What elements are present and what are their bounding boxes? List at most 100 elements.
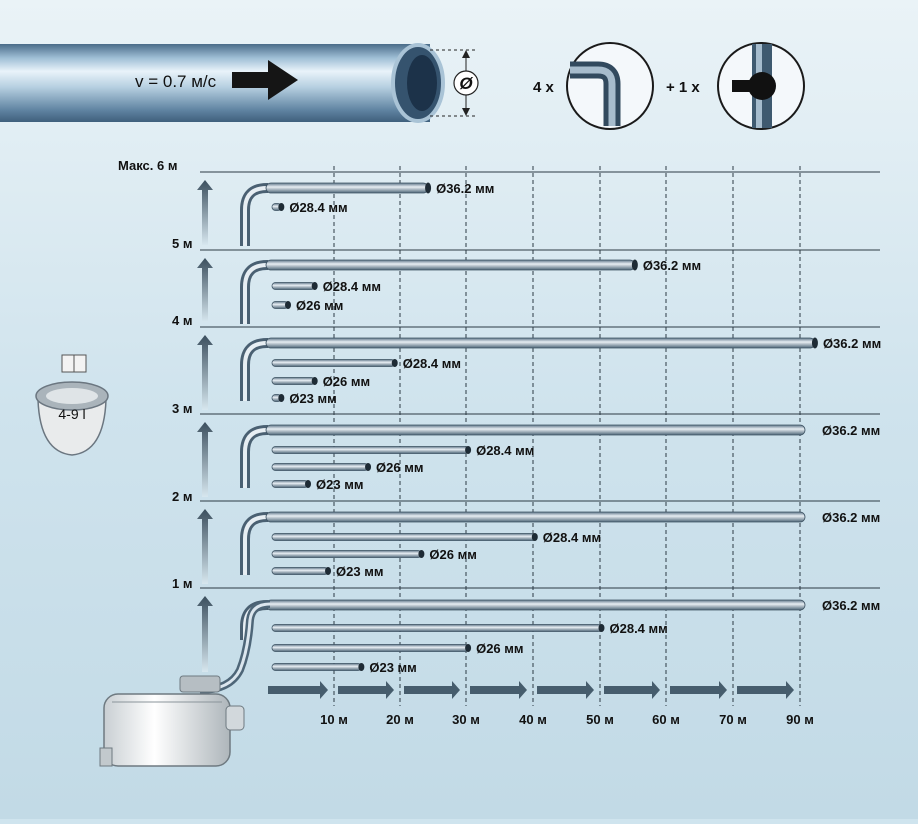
- pipe-end: [465, 446, 472, 454]
- height-label-5: 5 м: [172, 236, 192, 251]
- pipe-group-6m: Ø36.2 мм Ø28.4 мм: [240, 181, 494, 246]
- distance-label-10: 10 м: [320, 712, 348, 727]
- pipe-end: [285, 301, 292, 309]
- flow-arrow-icon: [737, 681, 794, 699]
- distance-label-20: 20 м: [386, 712, 414, 727]
- header-pipe: Ø v = 0.7 м/с: [0, 43, 479, 123]
- pipe-label: Ø36.2 мм: [822, 510, 880, 525]
- pipe-end: [365, 463, 372, 471]
- pipe-bar: [265, 337, 816, 349]
- pipe-bar: [265, 511, 806, 523]
- flow-arrow-icon: [470, 681, 527, 699]
- height-label-2: 2 м: [172, 489, 192, 504]
- pipe-end: [358, 663, 365, 671]
- pipe-label: Ø23 мм: [289, 391, 336, 406]
- pipe-label: Ø26 мм: [376, 460, 423, 475]
- up-arrow-icon: [197, 180, 213, 245]
- pipe-bar: [265, 424, 806, 436]
- pipe-group-2m: Ø36.2 мм Ø28.4 мм Ø26 мм Ø23 мм: [240, 510, 880, 579]
- distance-label-60: 60 м: [652, 712, 680, 727]
- pipe-label: Ø23 мм: [316, 477, 363, 492]
- pipe-label: Ø26 мм: [296, 298, 343, 313]
- up-arrow-icon: [197, 258, 213, 322]
- pipe-end: [311, 377, 318, 385]
- pipe-label: Ø28.4 мм: [289, 200, 347, 215]
- pipe-label: Ø28.4 мм: [403, 356, 461, 371]
- pipe-bar: [271, 446, 469, 454]
- pipe-end: [811, 337, 818, 349]
- pipe-end: [305, 480, 312, 488]
- elbows-group: 4 x: [533, 42, 654, 130]
- flow-arrow-icon: [670, 681, 727, 699]
- tank-volume: 4-9 l: [58, 406, 85, 422]
- flow-arrow-icon: [537, 681, 594, 699]
- pipe-end: [598, 624, 605, 632]
- flow-arrows: [268, 681, 794, 699]
- distance-label-30: 30 м: [452, 712, 480, 727]
- height-label-3: 3 м: [172, 401, 192, 416]
- pipe-label: Ø23 мм: [369, 660, 416, 675]
- up-arrow-icon: [197, 596, 213, 672]
- up-arrow-icon: [197, 335, 213, 410]
- pipe-bar: [271, 550, 422, 558]
- distance-gridlines: [333, 166, 801, 706]
- pipe-label: Ø23 мм: [336, 564, 383, 579]
- pipe-label: Ø28.4 мм: [323, 279, 381, 294]
- pipe-label: Ø28.4 мм: [610, 621, 668, 636]
- pipe-bar: [271, 567, 329, 575]
- pipe-bar: [271, 377, 316, 385]
- pipe-label: Ø26 мм: [429, 547, 476, 562]
- distance-label-70: 70 м: [719, 712, 747, 727]
- height-label-4: 4 м: [172, 313, 192, 328]
- pipe-bar: [271, 624, 602, 632]
- pump-icon: [99, 600, 271, 767]
- valve-group: + 1 x: [666, 42, 805, 130]
- pipe-bar: [265, 259, 636, 271]
- flow-arrow-icon: [232, 60, 298, 100]
- distance-label-90: 90 м: [786, 712, 814, 727]
- pipe-label: Ø36.2 мм: [643, 258, 701, 273]
- flow-arrow-icon: [404, 681, 460, 699]
- pipe-label: Ø36.2 мм: [822, 423, 880, 438]
- pipe-label: Ø26 мм: [476, 641, 523, 656]
- pipe-end: [631, 259, 638, 271]
- distance-label-40: 40 м: [519, 712, 547, 727]
- height-gridlines: [200, 171, 880, 589]
- pipe-end: [278, 203, 285, 211]
- pipe-bar: [271, 533, 536, 541]
- height-arrows: [197, 180, 213, 672]
- velocity-label: v = 0.7 м/с: [135, 72, 217, 91]
- elbows-label: 4 x: [533, 79, 555, 96]
- pipe-bar: [265, 599, 806, 611]
- pipe-end: [325, 567, 332, 575]
- pipe-bar: [271, 663, 362, 671]
- pipe-end: [531, 533, 538, 541]
- pipe-end: [418, 550, 425, 558]
- distance-label-50: 50 м: [586, 712, 614, 727]
- valve-label: + 1 x: [666, 79, 700, 96]
- pipe-group-1m: Ø36.2 мм Ø28.4 мм Ø26 мм Ø23 мм: [240, 598, 880, 675]
- flow-arrow-icon: [604, 681, 660, 699]
- pipe-label: Ø28.4 мм: [476, 443, 534, 458]
- pipe-end: [425, 182, 432, 194]
- pipe-end: [391, 359, 398, 367]
- up-arrow-icon: [197, 509, 213, 584]
- pipe-bar: [271, 282, 316, 290]
- pipe-bar: [271, 463, 369, 471]
- pipe-label: Ø36.2 мм: [436, 181, 494, 196]
- diameter-symbol: Ø: [459, 74, 473, 93]
- pipe-end: [465, 644, 472, 652]
- flow-arrow-icon: [268, 681, 328, 699]
- pipe-label: Ø28.4 мм: [543, 530, 601, 545]
- pipe-bar: [271, 480, 309, 488]
- pipe-label: Ø36.2 мм: [822, 598, 880, 613]
- height-axis: Макс. 6 м 5 м 4 м 3 м 2 м 1 м: [118, 158, 192, 591]
- pipe-label: Ø26 мм: [323, 374, 370, 389]
- pipe-end: [278, 394, 285, 402]
- flow-arrow-icon: [338, 681, 394, 699]
